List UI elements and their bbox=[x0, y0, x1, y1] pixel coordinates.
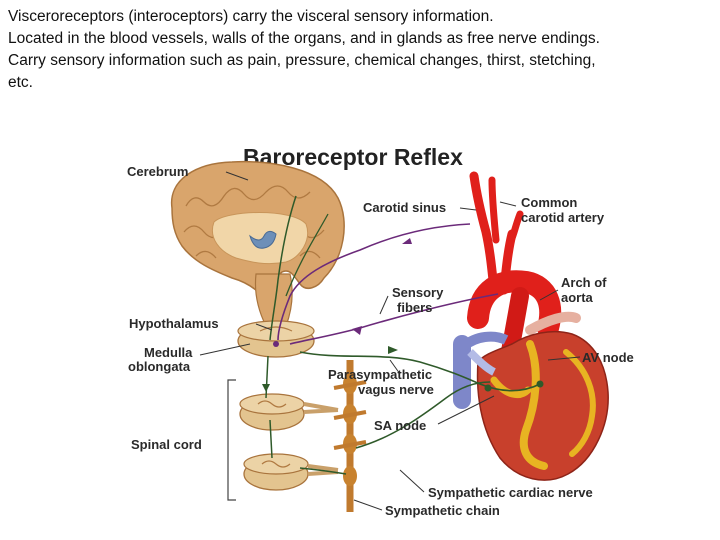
label-av-node: AV node bbox=[582, 350, 634, 365]
cord-to-chain-path bbox=[299, 467, 347, 475]
label-spinal-cord: Spinal cord bbox=[131, 437, 202, 452]
av-node-dot bbox=[536, 380, 544, 388]
cord-arrow bbox=[262, 384, 270, 392]
label-sa-node: SA node bbox=[374, 418, 426, 433]
label-common-carotid-line1: Common bbox=[521, 195, 577, 210]
intro-line-3: Carry sensory information such as pain, … bbox=[8, 52, 596, 69]
sensory-arrow-2 bbox=[352, 326, 362, 335]
label-arch-aorta-line1: Arch of bbox=[561, 275, 607, 290]
label-sensory-fibers-line2: fibers bbox=[397, 300, 432, 315]
spinal-cord-section-upper bbox=[239, 393, 339, 431]
intro-line-2: Located in the blood vessels, walls of t… bbox=[8, 30, 600, 47]
label-parasympathetic-line1: Parasympathetic bbox=[328, 367, 432, 382]
label-parasympathetic-line2: vagus nerve bbox=[358, 382, 434, 397]
medulla-section bbox=[237, 320, 315, 358]
label-sensory-fibers-line1: Sensory bbox=[392, 285, 444, 300]
intro-text: Visceroreceptors (interoceptors) carry t… bbox=[8, 6, 714, 94]
sympathetic-chain bbox=[333, 360, 367, 512]
label-hypothalamus: Hypothalamus bbox=[129, 316, 219, 331]
label-medulla-line1: Medulla bbox=[144, 345, 193, 360]
leader-lines bbox=[199, 171, 581, 511]
spinal-cord-bracket bbox=[227, 379, 236, 501]
sa-node-dot bbox=[484, 384, 492, 392]
motor-pathway-brain-2 bbox=[285, 213, 329, 297]
label-sympathetic-cardiac-nerve: Sympathetic cardiac nerve bbox=[428, 485, 593, 500]
sensory-arrow-1 bbox=[402, 238, 412, 244]
label-medulla-line2: oblongata bbox=[128, 359, 191, 374]
sensory-fiber-aorta bbox=[289, 293, 499, 345]
vagus-nerve-path bbox=[299, 351, 541, 392]
label-arch-aorta-line2: aorta bbox=[561, 290, 594, 305]
label-carotid-sinus: Carotid sinus bbox=[363, 200, 446, 215]
label-cerebrum: Cerebrum bbox=[127, 164, 188, 179]
label-sympathetic-chain: Sympathetic chain bbox=[385, 503, 500, 518]
spinal-cord-section-lower bbox=[243, 453, 339, 491]
label-common-carotid-line2: carotid artery bbox=[521, 210, 605, 225]
sympathetic-cardiac-nerve-path bbox=[355, 381, 491, 449]
intro-line-4: etc. bbox=[8, 74, 33, 91]
medulla-synapse-dot bbox=[273, 341, 279, 347]
motor-pathway-brain bbox=[269, 195, 297, 341]
heart-illustration bbox=[453, 311, 609, 481]
sensory-fiber-carotid bbox=[277, 223, 471, 341]
intro-line-1: Visceroreceptors (interoceptors) carry t… bbox=[8, 8, 494, 25]
cerebrum-illustration bbox=[170, 160, 345, 327]
vagus-arrow bbox=[388, 346, 398, 354]
